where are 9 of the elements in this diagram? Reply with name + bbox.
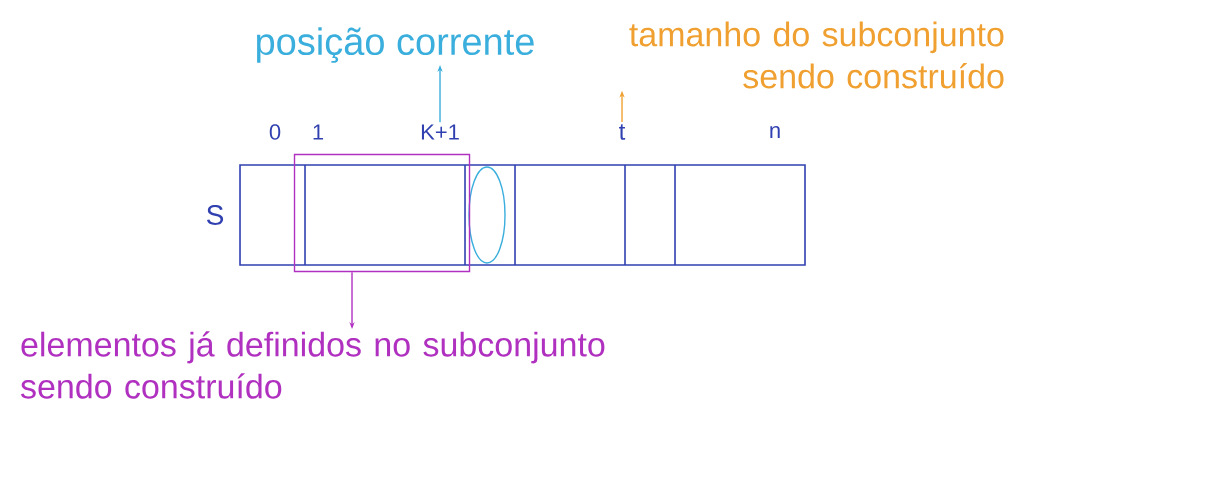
- index-label: S: [206, 205, 224, 225]
- label-text: K+1: [421, 124, 459, 140]
- label-text: posição corrente: [257, 27, 534, 63]
- index-label: 0: [269, 124, 281, 140]
- label-text: elementos já definidos no subconjunto sendo construído: [20, 331, 605, 399]
- label-text: t: [619, 124, 626, 140]
- label-text: tamanho do subconjunto sendo construído: [629, 21, 1004, 89]
- highlight-box: [293, 153, 471, 273]
- index-label: n: [770, 126, 780, 138]
